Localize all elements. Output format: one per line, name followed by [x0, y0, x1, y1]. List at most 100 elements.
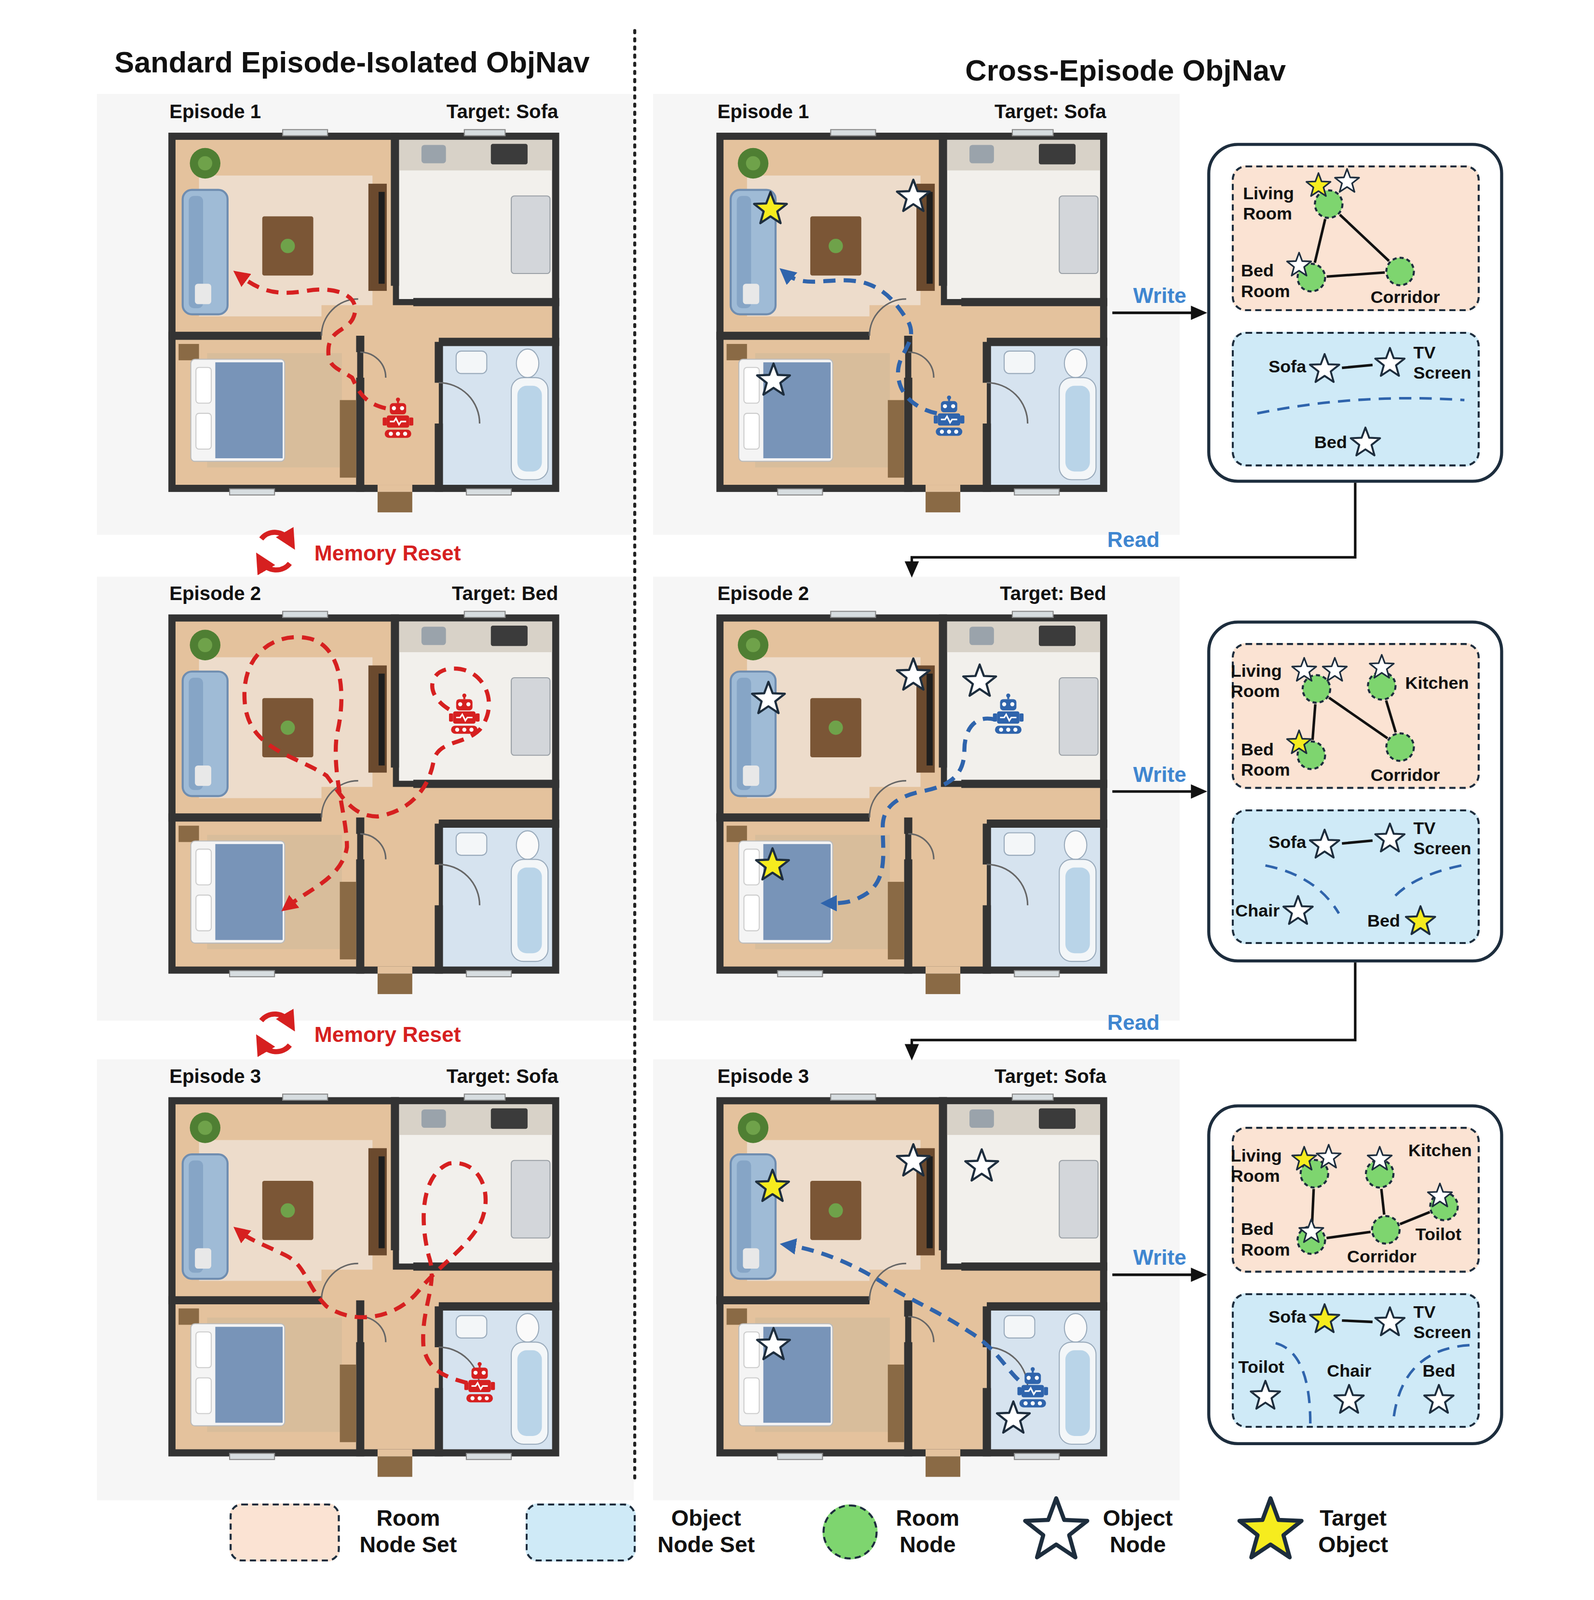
connector-line: [912, 962, 1356, 1049]
room-circle: [1301, 673, 1332, 704]
object-label: Chair: [1226, 900, 1280, 922]
room-circle-shape: [1386, 733, 1414, 761]
object-label: Bed: [1357, 911, 1401, 932]
room-node: Corridor: [1370, 1214, 1402, 1245]
object-label: Chair: [1318, 1361, 1380, 1382]
object-node: TV Screen: [1372, 821, 1408, 857]
object-node: TV Screen: [1372, 1305, 1408, 1340]
object-node: Bed: [1421, 1382, 1457, 1418]
object-star: [1307, 827, 1342, 863]
legend-text: Room Node: [885, 1505, 970, 1559]
band-fill: [1231, 331, 1480, 467]
star-icon: [1309, 1304, 1340, 1333]
star-icon: [1286, 252, 1311, 276]
connector: [1112, 784, 1208, 799]
room-label: Living Room: [1242, 183, 1305, 225]
object-star: [1248, 1378, 1283, 1414]
legend-circle-swatch: [822, 1504, 878, 1560]
room-circle: [1295, 739, 1327, 771]
star-icon: [1350, 427, 1381, 456]
star-icon: [1316, 1144, 1341, 1168]
star-icon: [1309, 354, 1340, 382]
star-icon: [1375, 1307, 1405, 1336]
object-label: TV Screen: [1413, 1302, 1477, 1344]
connector-line: [1112, 311, 1195, 314]
object-node: Sofa: [1307, 827, 1342, 863]
room-label: Bed Room: [1240, 261, 1295, 303]
room-node: Bed Room: [1295, 739, 1327, 771]
connector-line: [1112, 790, 1195, 793]
object-star: [1372, 345, 1408, 381]
node-set-band: Sofa TV ScreenChair Bed: [1231, 809, 1480, 944]
connector-line: [1341, 1320, 1373, 1322]
object-label: Toilot: [1230, 1357, 1293, 1378]
room-node: Living Room: [1299, 1158, 1330, 1189]
panel-title: Cross-Episode ObjNav: [965, 53, 1286, 89]
episode-floorplan: Episode 1Target: Sofa: [163, 95, 565, 492]
connector: [904, 482, 1356, 578]
robots: [382, 395, 1049, 1408]
star-icon: [1375, 823, 1405, 852]
panel-title: Sandard Episode-Isolated ObjNav: [114, 44, 590, 81]
object-label: Sofa: [1260, 357, 1307, 378]
arrow-head: [904, 561, 920, 578]
room-circle: [1428, 1190, 1459, 1222]
room-label: Bed Room: [1240, 739, 1295, 781]
episode-heading: Episode 3: [169, 1064, 261, 1090]
legend-text: Target Object: [1309, 1505, 1398, 1559]
object-star: [1280, 894, 1316, 929]
connector: [1112, 1267, 1208, 1282]
episode-heading: Target: Bed: [451, 581, 559, 607]
room-label: Kitchen: [1405, 673, 1479, 694]
star-icon: [1299, 1219, 1324, 1243]
star-icon: [1283, 896, 1313, 925]
room-circle-shape: [1367, 671, 1396, 700]
episode-backgrounds: [96, 94, 1180, 1501]
room-label: Toilot: [1415, 1224, 1477, 1245]
arrow-head: [1190, 1267, 1208, 1282]
room-node: Corridor: [1384, 731, 1416, 763]
object-star: [1372, 1305, 1408, 1340]
edge-label: Read: [1107, 526, 1160, 554]
room-node: Bed Room: [1295, 262, 1327, 293]
room-circle: [1299, 1158, 1330, 1189]
object-node: Sofa: [1307, 1302, 1342, 1337]
room-circle: [1384, 256, 1416, 287]
object-label: TV Screen: [1413, 342, 1477, 384]
room-node: Living Room: [1313, 188, 1344, 219]
connector-line: [912, 482, 1356, 566]
room-label: Living Room: [1230, 1145, 1291, 1187]
red-trajectories: [239, 275, 490, 1383]
divider: [633, 30, 637, 1480]
star-icon: [1286, 730, 1311, 754]
room-circle: [1366, 670, 1397, 701]
room-circle-shape: [1386, 257, 1414, 286]
room-node: Living Room: [1301, 673, 1332, 704]
object-label: Sofa: [1260, 832, 1307, 854]
room-circle-shape: [1372, 1215, 1400, 1244]
node-set-band: Living RoomBed RoomCorridor: [1231, 165, 1480, 312]
episode-heading: Target: Bed: [999, 581, 1106, 607]
star-icon: [1292, 657, 1317, 682]
object-star: [1372, 821, 1408, 857]
object-star: [1403, 904, 1438, 940]
object-star: [1421, 1382, 1457, 1418]
reset-note: Memory Reset: [314, 538, 462, 567]
legend-band-swatch: [229, 1503, 341, 1562]
episode-heading: Target: Sofa: [446, 1064, 559, 1090]
connector-line: [1112, 1273, 1195, 1276]
object-node: Chair: [1280, 894, 1316, 929]
memory-graph-panel: Living RoomKitchenBed RoomCorridorToilot…: [1207, 1103, 1504, 1445]
star-icon: [1369, 654, 1394, 678]
room-label: Kitchen: [1408, 1141, 1480, 1162]
node-set-band: SofaTV ScreenBed: [1231, 331, 1480, 467]
room-node: Toilot: [1428, 1190, 1459, 1222]
star-icon: [1424, 1384, 1454, 1413]
node-set-band: Sofa TV ScreenToilot ChairBed: [1231, 1293, 1480, 1428]
episode-floorplan: Episode 3 Target: Sofa: [163, 1060, 565, 1457]
legend-text: Room Node Set: [354, 1505, 462, 1559]
episode-heading: Episode 1: [717, 99, 809, 125]
room-circle: [1295, 1224, 1327, 1255]
room-circle-shape: [1302, 675, 1331, 703]
